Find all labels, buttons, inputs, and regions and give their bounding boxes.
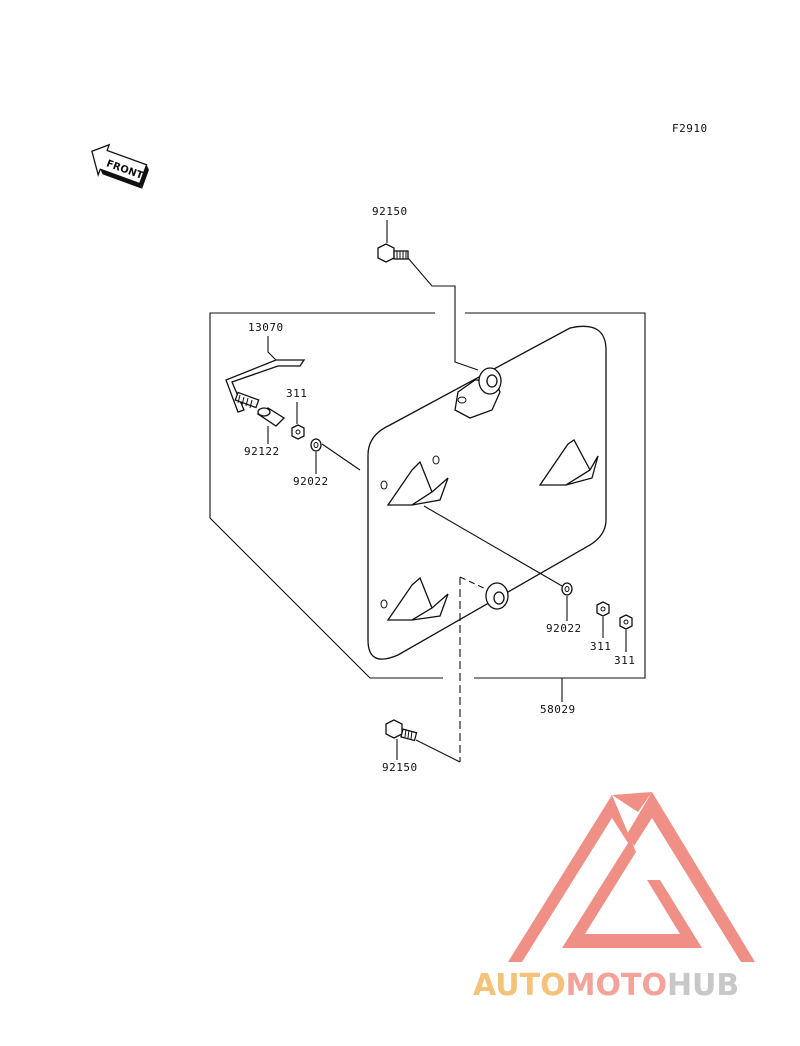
label-collar: 92122	[244, 445, 280, 458]
bolt-top	[377, 243, 409, 263]
label-nut-right-a: 311	[590, 640, 611, 653]
watermark-brand-auto: AUTO	[473, 968, 566, 1003]
label-washer-left: 92022	[293, 475, 329, 488]
watermark-brand: AUTOMOTOHUB	[473, 968, 739, 1003]
label-bolt-top: 92150	[372, 205, 408, 218]
watermark-brand-moto: MOTO	[566, 968, 667, 1003]
label-bolt-bottom: 92150	[382, 761, 418, 774]
nut-right-b	[619, 614, 633, 630]
license-plate-bracket	[367, 325, 607, 660]
label-nut-right-b: 311	[614, 654, 635, 667]
automotohub-logo-icon	[508, 792, 755, 962]
assembly-frame	[209, 312, 646, 679]
nut-right-a	[596, 601, 610, 617]
label-rod: 13070	[248, 321, 284, 334]
nut-left	[291, 424, 305, 440]
bolt-bottom	[385, 719, 418, 742]
front-arrow-icon: FRONT	[91, 143, 149, 189]
label-plate: 58029	[540, 703, 576, 716]
figure-code: F2910	[672, 122, 708, 135]
rod-bracket	[225, 359, 306, 413]
collar	[256, 407, 286, 427]
washer-left	[310, 438, 322, 452]
watermark-brand-hub: HUB	[667, 968, 739, 1003]
washer-right	[561, 582, 573, 596]
label-nut-left: 311	[286, 387, 307, 400]
label-washer-right: 92022	[546, 622, 582, 635]
